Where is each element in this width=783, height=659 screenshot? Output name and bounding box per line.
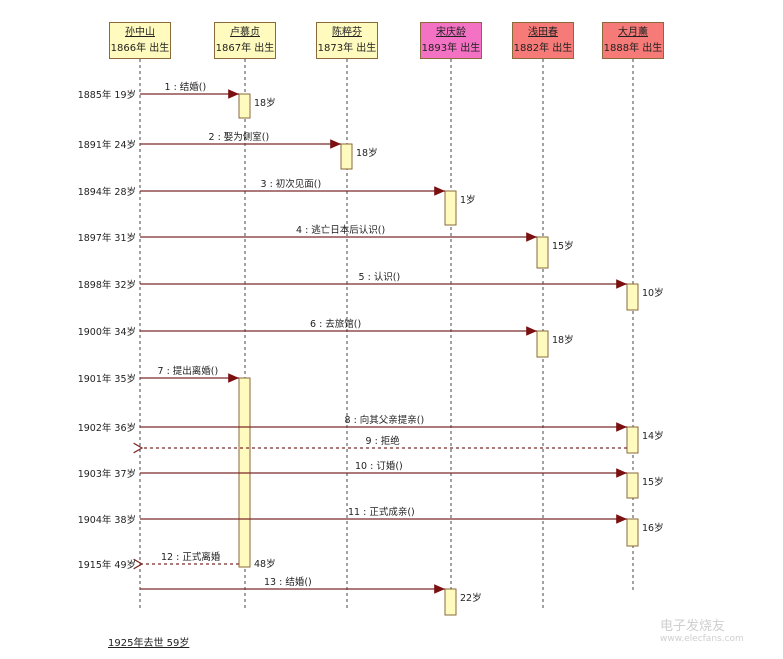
age-label: 22岁	[460, 593, 482, 604]
message-label: 10 : 订婚()	[355, 461, 403, 472]
participant-head: 宋庆龄 1893年 出生	[420, 22, 482, 59]
age-label: 15岁	[642, 477, 664, 488]
timeline-year: 1891年 24岁	[77, 140, 136, 151]
participant-name: 宋庆龄	[436, 27, 466, 38]
message-label: 11 : 正式成亲()	[348, 507, 415, 518]
participant-name: 浅田春	[528, 27, 558, 38]
timeline-year: 1897年 31岁	[77, 233, 136, 244]
participant-birth: 1873年 出生	[317, 43, 377, 54]
participant-head: 浅田春 1882年 出生	[512, 22, 574, 59]
age-label: 15岁	[552, 241, 574, 252]
timeline-year: 1894年 28岁	[77, 187, 136, 198]
timeline-year: 1903年 37岁	[77, 469, 136, 480]
message-label: 9 : 拒绝	[365, 436, 400, 447]
death-note: 1925年去世 59岁	[108, 638, 190, 649]
timeline-year: 1904年 38岁	[77, 515, 136, 526]
participant-head: 孙中山 1866年 出生	[109, 22, 171, 59]
message-label: 13 : 结婚()	[264, 577, 312, 588]
message-label: 3 : 初次见面()	[260, 179, 322, 190]
message-label: 1 : 结婚()	[164, 82, 207, 93]
activation-bar	[444, 190, 457, 226]
participant-name: 大月薰	[618, 27, 648, 38]
watermark-url: www.elecfans.com	[660, 634, 744, 644]
participant-name: 孙中山	[125, 27, 155, 38]
age-label: 1岁	[460, 195, 476, 206]
age-label: 18岁	[552, 335, 574, 346]
activation-bar	[444, 588, 457, 616]
message-label: 6 : 去旅馆()	[310, 319, 362, 330]
activation-bar	[626, 518, 639, 547]
activation-bar	[238, 93, 251, 119]
activation-bar	[626, 283, 639, 311]
watermark: 电子发烧友 www.elecfans.com	[660, 615, 744, 644]
age-label: 18岁	[254, 98, 276, 109]
activation-bar	[536, 330, 549, 358]
age-label: 14岁	[642, 431, 664, 442]
activation-bar	[536, 236, 549, 269]
participant-birth: 1893年 出生	[421, 43, 481, 54]
participant-head: 卢慕贞 1867年 出生	[214, 22, 276, 59]
message-label: 12 : 正式离婚	[161, 552, 221, 563]
message-label: 5 : 认识()	[358, 272, 401, 283]
timeline-year: 1902年 36岁	[77, 423, 136, 434]
timeline-year: 1900年 34岁	[77, 327, 136, 338]
timeline-year: 1915年 49岁	[77, 560, 136, 571]
participant-head: 大月薰 1888年 出生	[602, 22, 664, 59]
timeline-year: 1885年 19岁	[77, 90, 136, 101]
participant-head: 陈粹芬 1873年 出生	[316, 22, 378, 59]
participant-birth: 1882年 出生	[513, 43, 573, 54]
activation-bar	[340, 143, 353, 170]
participant-name: 卢慕贞	[230, 27, 260, 38]
participant-birth: 1866年 出生	[110, 43, 170, 54]
age-label: 16岁	[642, 523, 664, 534]
participant-name: 陈粹芬	[332, 27, 362, 38]
message-label: 2 : 娶为侧室()	[208, 132, 270, 143]
age-label: 18岁	[356, 148, 378, 159]
watermark-title: 电子发烧友	[660, 619, 726, 634]
activation-bar	[626, 472, 639, 499]
activation-bar	[626, 426, 639, 454]
message-label: 4 : 逃亡日本后认识()	[296, 225, 386, 236]
message-label: 7 : 提出离婚()	[157, 366, 219, 377]
age-label: 48岁	[254, 559, 276, 570]
message-label: 8 : 向其父亲提亲()	[344, 415, 425, 426]
timeline-year: 1898年 32岁	[77, 280, 136, 291]
timeline-year: 1901年 35岁	[77, 374, 136, 385]
participant-birth: 1888年 出生	[603, 43, 663, 54]
participant-birth: 1867年 出生	[215, 43, 275, 54]
age-label: 10岁	[642, 288, 664, 299]
